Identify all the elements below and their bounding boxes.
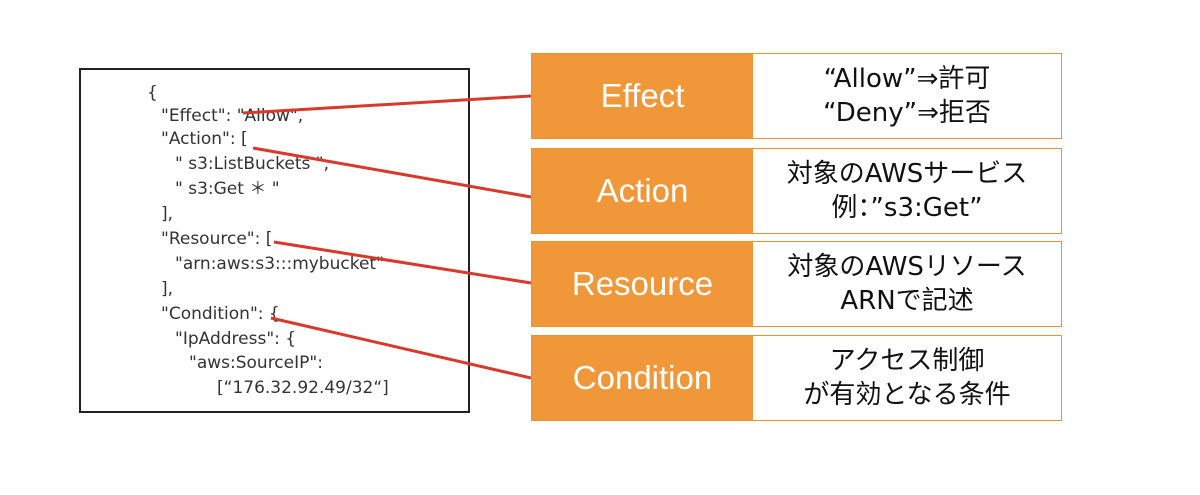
key-label: Condition (532, 336, 753, 420)
description-line: が有効となる条件 (803, 380, 1011, 410)
code-line: " s3:Get ＊ " (175, 179, 280, 199)
code-line: "aws:SourceIP": (189, 353, 323, 373)
description: 対象のAWSサービス 例：”s3:Get” (753, 149, 1061, 233)
description: アクセス制御 が有効となる条件 (753, 336, 1061, 420)
row-resource: Resource 対象のAWSリソース ARNで記述 (531, 241, 1062, 327)
code-line: "arn:aws:s3:::mybucket" (175, 254, 384, 274)
description-line: “Deny”⇒拒否 (823, 98, 991, 128)
code-line: "Resource": [ (161, 229, 273, 249)
code-line: [“176.32.92.49/32“] (217, 378, 389, 398)
code-line: { (147, 83, 158, 103)
description-line: アクセス制御 (829, 346, 985, 376)
code-line: " s3:ListBuckets ", (175, 154, 329, 174)
code-line: "Effect": "Allow", (161, 106, 304, 126)
key-label: Action (532, 149, 753, 233)
description-line: ARNで記述 (840, 286, 974, 316)
row-condition: Condition アクセス制御 が有効となる条件 (531, 335, 1062, 421)
row-action: Action 対象のAWSサービス 例：”s3:Get” (531, 148, 1062, 234)
row-effect: Effect “Allow”⇒許可 “Deny”⇒拒否 (531, 53, 1062, 139)
description-line: 例：”s3:Get” (831, 193, 983, 223)
policy-json-box: { "Effect": "Allow", "Action": [ " s3:Li… (79, 68, 470, 413)
description: “Allow”⇒許可 “Deny”⇒拒否 (753, 54, 1061, 138)
code-line: "Condition": { (161, 304, 280, 324)
description-line: “Allow”⇒許可 (823, 64, 991, 94)
code-line: ], (161, 279, 174, 299)
key-label: Resource (532, 242, 753, 326)
description-line: 対象のAWSリソース (787, 252, 1027, 282)
code-line: "IpAddress": { (175, 329, 297, 349)
description: 対象のAWSリソース ARNで記述 (753, 242, 1061, 326)
description-line: 対象のAWSサービス (786, 159, 1028, 189)
code-line: ], (161, 204, 174, 224)
code-line: "Action": [ (161, 129, 248, 149)
key-label: Effect (532, 54, 753, 138)
